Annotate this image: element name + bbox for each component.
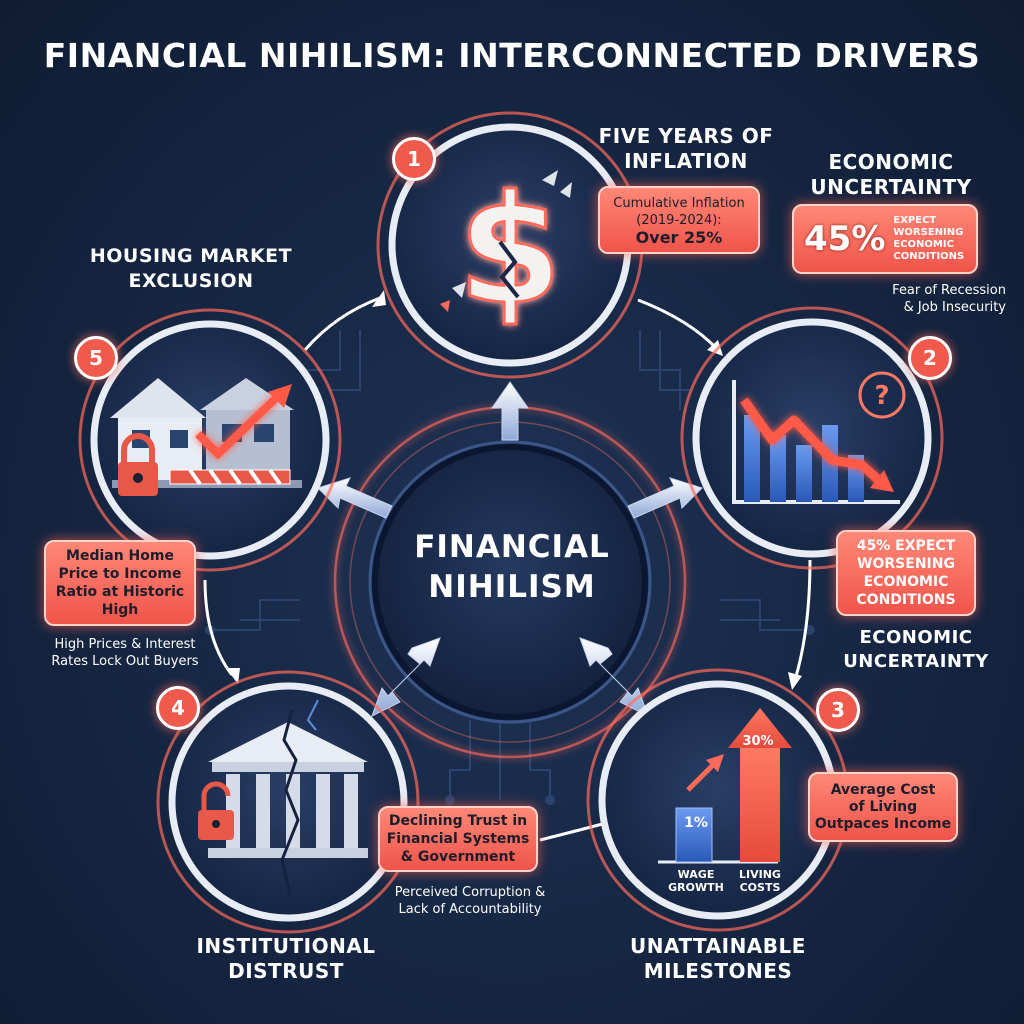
node-5-number: 5 bbox=[74, 336, 118, 380]
node-2-stat-text-line2: WORSENING bbox=[893, 227, 964, 238]
node-2-title-line1: ECONOMIC bbox=[828, 150, 954, 174]
node-2-note-line1: Fear of Recession bbox=[892, 283, 1006, 298]
node-2-secondary-title: ECONOMIC UNCERTAINTY bbox=[836, 626, 996, 674]
node-1-callout-line1: Cumulative Inflation bbox=[613, 195, 745, 211]
node-5-callout-line2: Price to Income bbox=[58, 566, 182, 582]
node-5-title-line1: HOUSING MARKET bbox=[89, 245, 293, 267]
node-3-title: UNATTAINABLE MILESTONES bbox=[608, 934, 828, 984]
node-4-callout-line2: Financial Systems bbox=[386, 831, 530, 847]
node-4-note-line2: Lack of Accountability bbox=[398, 902, 542, 917]
center-label: FINANCIAL NIHILISM bbox=[382, 527, 642, 607]
wage-bar-label-line1: WAGE bbox=[677, 868, 715, 881]
node-5-note: High Prices & Interest Rates Lock Out Bu… bbox=[40, 636, 210, 670]
living-bar-label-line1: LIVING bbox=[739, 868, 781, 881]
node-2-stat-callout: 45% EXPECT WORSENING ECONOMIC CONDITIONS bbox=[792, 204, 978, 274]
locked-house-icon bbox=[110, 378, 302, 496]
node-5-callout-line4: High bbox=[101, 602, 139, 618]
living-bar-label: LIVING COSTS bbox=[730, 868, 790, 894]
node-3-title-line2: MILESTONES bbox=[643, 959, 793, 983]
svg-text:$: $ bbox=[458, 164, 562, 338]
node-1-title: FIVE YEARS OF INFLATION bbox=[596, 124, 776, 174]
node-3-callout-line1: Average Cost bbox=[830, 781, 936, 798]
page-title: FINANCIAL NIHILISM: INTERCONNECTED DRIVE… bbox=[43, 36, 981, 75]
rising-bar-icon bbox=[658, 708, 792, 864]
cracked-dollar-icon: $ bbox=[440, 163, 572, 340]
node-3-title-line1: UNATTAINABLE bbox=[630, 934, 806, 958]
node-1-callout-line2: (2019-2024): bbox=[636, 212, 722, 228]
wage-bar-label: WAGE GROWTH bbox=[666, 868, 726, 894]
wage-bar-label-line2: GROWTH bbox=[668, 881, 724, 894]
node-2-stat-text-line4: CONDITIONS bbox=[893, 251, 965, 262]
node-2-note: Fear of Recession & Job Insecurity bbox=[836, 282, 1006, 316]
node-3-number: 3 bbox=[816, 688, 860, 732]
node-1-title-line1: FIVE YEARS OF bbox=[598, 124, 774, 148]
node-4-callout-line1: Declining Trust in bbox=[388, 813, 528, 829]
node-2-callout-line1: 45% EXPECT bbox=[856, 538, 956, 554]
center-label-line2: NIHILISM bbox=[428, 569, 596, 605]
declining-chart-icon: ? bbox=[732, 371, 906, 504]
node-5-callout: Median Home Price to Income Ratio at His… bbox=[44, 540, 196, 626]
node-4-note: Perceived Corruption & Lack of Accountab… bbox=[380, 884, 560, 918]
node-2-title-line2: UNCERTAINTY bbox=[810, 175, 972, 199]
node-3-callout: Average Cost of Living Outpaces Income bbox=[808, 772, 958, 842]
node-2-callout: 45% EXPECT WORSENING ECONOMIC CONDITIONS bbox=[836, 530, 976, 616]
node-4-callout-line3: & Government bbox=[400, 849, 516, 865]
node-2-note-line2: & Job Insecurity bbox=[903, 300, 1006, 315]
living-bar-value: 30% bbox=[742, 734, 774, 749]
node-2-callout-line4: CONDITIONS bbox=[856, 592, 956, 608]
cracked-bank-icon bbox=[198, 699, 368, 896]
node-2-stat-text-line1: EXPECT bbox=[893, 215, 937, 226]
wage-bar-value: 1% bbox=[684, 815, 708, 831]
node-2-callout-line2: WORSENING bbox=[857, 556, 955, 572]
node-1-title-line2: INFLATION bbox=[624, 149, 748, 173]
node-1-callout: Cumulative Inflation (2019-2024): Over 2… bbox=[598, 186, 760, 254]
node-5-note-line1: High Prices & Interest bbox=[54, 637, 196, 652]
node-4-number: 4 bbox=[156, 686, 200, 730]
node-4-title-line1: INSTITUTIONAL bbox=[196, 934, 376, 958]
node-5-title-line2: EXCLUSION bbox=[128, 270, 254, 292]
node-3-callout-line2: of Living bbox=[848, 798, 918, 815]
node-2-secondary-title-line2: UNCERTAINTY bbox=[843, 651, 989, 672]
node-5-title: HOUSING MARKET EXCLUSION bbox=[86, 244, 296, 294]
center-label-line1: FINANCIAL bbox=[414, 529, 610, 565]
node-1-callout-line3: Over 25% bbox=[635, 227, 723, 247]
node-2-title: ECONOMIC UNCERTAINTY bbox=[796, 150, 986, 200]
node-4-callout: Declining Trust in Financial Systems & G… bbox=[378, 806, 538, 872]
node-4-note-line1: Perceived Corruption & bbox=[394, 885, 546, 900]
node-2-secondary-title-line1: ECONOMIC bbox=[859, 627, 973, 648]
node-2-stat-value: 45% bbox=[804, 219, 886, 259]
node-5-note-line2: Rates Lock Out Buyers bbox=[51, 654, 199, 669]
node-2-number: 2 bbox=[908, 336, 952, 380]
spoke-arrows bbox=[317, 381, 703, 718]
svg-text:?: ? bbox=[874, 381, 889, 411]
node-2-stat-text-line3: ECONOMIC bbox=[893, 239, 954, 250]
node-4-title: INSTITUTIONAL DISTRUST bbox=[176, 934, 396, 984]
living-bar-label-line2: COSTS bbox=[739, 881, 781, 894]
node-5-callout-line3: Ratio at Historic bbox=[55, 584, 185, 600]
node-1-number: 1 bbox=[392, 137, 436, 181]
node-2-callout-line3: ECONOMIC bbox=[863, 574, 949, 590]
node-5-callout-line1: Median Home bbox=[66, 548, 174, 564]
node-3-callout-line3: Outpaces Income bbox=[814, 815, 952, 832]
node-4-title-line2: DISTRUST bbox=[228, 959, 344, 983]
